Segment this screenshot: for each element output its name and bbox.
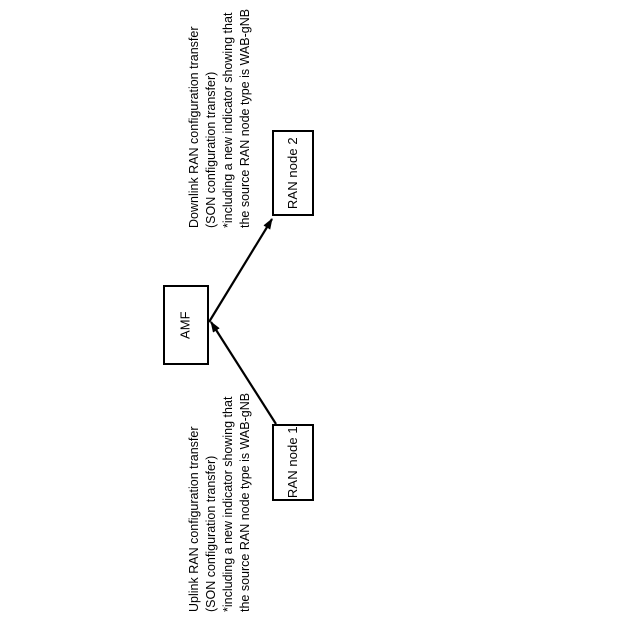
- arrow-downlink-amf-to-ran2: [208, 218, 273, 323]
- node-label-amf: AMF: [177, 311, 193, 339]
- node-box-amf[interactable]: AMF: [163, 285, 209, 365]
- annotation-uplink-line-3: *including a new indicator showing that: [221, 396, 235, 612]
- annotation-downlink-message: Downlink RAN configuration transfer (SON…: [186, 9, 254, 228]
- annotation-uplink-line-4: the source RAN node type is WAB-gNB: [238, 392, 252, 612]
- node-label-ran-node-1: RAN node 1: [284, 426, 300, 499]
- node-label-ran-node-2: RAN node 2: [284, 137, 300, 209]
- node-box-ran-node-2[interactable]: RAN node 2: [272, 130, 314, 216]
- annotation-downlink-line-3: *including a new indicator showing that: [221, 12, 235, 228]
- annotation-downlink-line-4: the source RAN node type is WAB-gNB: [238, 8, 252, 228]
- annotation-downlink-line-2: (SON configuration transfer): [204, 71, 218, 228]
- annotation-downlink-line-1: Downlink RAN configuration transfer: [187, 26, 201, 228]
- annotation-uplink-line-2: (SON configuration transfer): [204, 455, 218, 612]
- annotation-uplink-line-1: Uplink RAN configuration transfer: [187, 426, 201, 613]
- node-box-ran-node-1[interactable]: RAN node 1: [272, 424, 314, 501]
- annotation-uplink-message: Uplink RAN configuration transfer (SON c…: [186, 393, 254, 612]
